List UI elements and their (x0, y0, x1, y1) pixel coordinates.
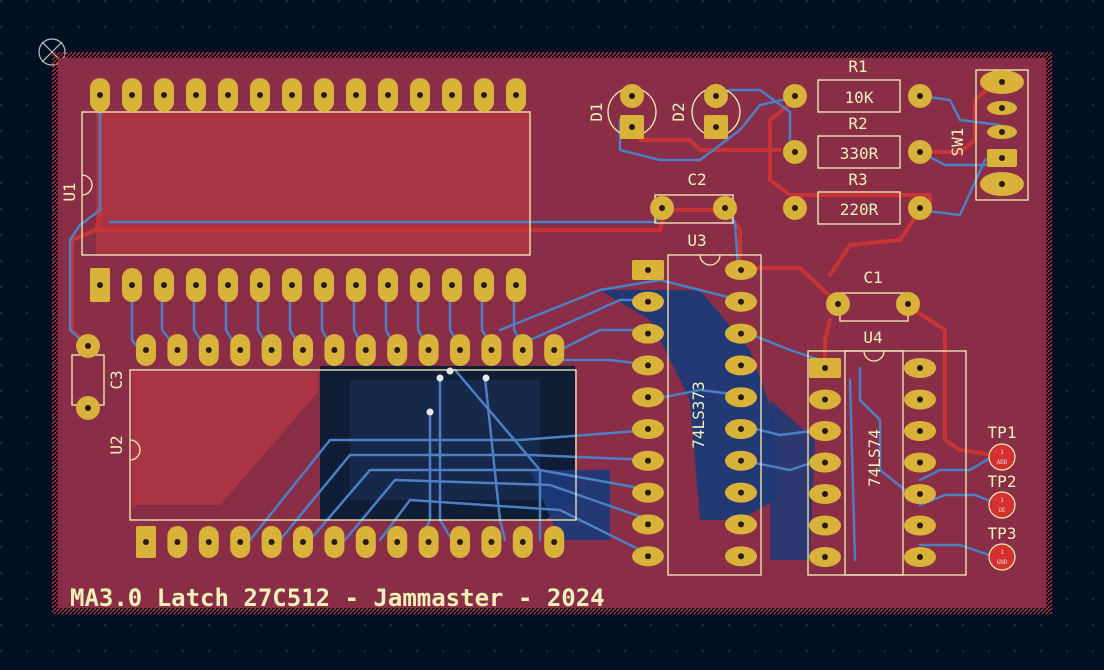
tp1-ref: TP1 (988, 423, 1017, 442)
r3-value: 220R (840, 200, 879, 219)
tp2-pad-label: OE (998, 507, 1006, 514)
svg-text:1: 1 (1000, 549, 1004, 556)
u3-ref: U3 (687, 231, 706, 250)
vias (426, 367, 490, 416)
misc-pads (76, 70, 1024, 420)
tp2-ref: TP2 (988, 472, 1017, 491)
u4-value: 74LS74 (865, 429, 884, 487)
svg-text:1: 1 (1000, 497, 1004, 504)
tp3-pad-label: GND (997, 559, 1008, 566)
d1-ref: D1 (587, 102, 606, 121)
c2-ref: C2 (687, 170, 706, 189)
u3-pads (632, 260, 757, 567)
u3-value: 74LS373 (689, 381, 708, 448)
r3-ref: R3 (848, 170, 867, 189)
u1-pads (90, 78, 526, 302)
u4-ref: U4 (863, 328, 882, 347)
r1-value: 10K (845, 88, 874, 107)
r1-ref: R1 (848, 57, 867, 76)
board-title: MA3.0 Latch 27C512 - Jammaster - 2024 (70, 584, 605, 612)
u4-pads (809, 358, 936, 567)
u2-ref: U2 (107, 435, 126, 454)
r2-ref: R2 (848, 114, 867, 133)
sw1-ref: SW1 (948, 128, 967, 157)
svg-text:1: 1 (1000, 449, 1004, 456)
r2-value: 330R (840, 144, 879, 163)
c1-ref: C1 (863, 268, 882, 287)
tp1-pad-label: ADD (997, 459, 1008, 466)
c3-ref: C3 (107, 370, 126, 389)
d2-ref: D2 (669, 102, 688, 121)
u2-pads (136, 334, 565, 558)
test-points: 1 1 1 ADD OE GND (988, 443, 1016, 571)
tp3-ref: TP3 (988, 524, 1017, 543)
u1-ref: U1 (60, 182, 79, 201)
